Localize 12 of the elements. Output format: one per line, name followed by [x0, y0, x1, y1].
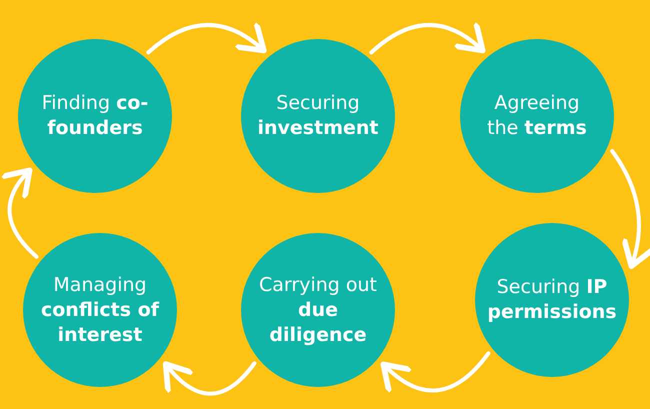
- curved-arrow: [162, 361, 256, 396]
- curved-arrow: [369, 20, 486, 54]
- step-label: Agreeing the terms: [486, 91, 588, 141]
- curved-arrow: [146, 20, 267, 54]
- step-label: Securing investment: [257, 91, 379, 141]
- step-label: Finding co-founders: [40, 91, 150, 141]
- step-label: Carrying out due diligence: [258, 272, 378, 348]
- step-label: Managing conflicts of interest: [40, 272, 160, 348]
- curved-arrow: [0, 167, 38, 259]
- curved-arrow: [380, 351, 490, 396]
- curved-arrow: [610, 149, 650, 270]
- step-label: Securing IP permissions: [487, 275, 617, 325]
